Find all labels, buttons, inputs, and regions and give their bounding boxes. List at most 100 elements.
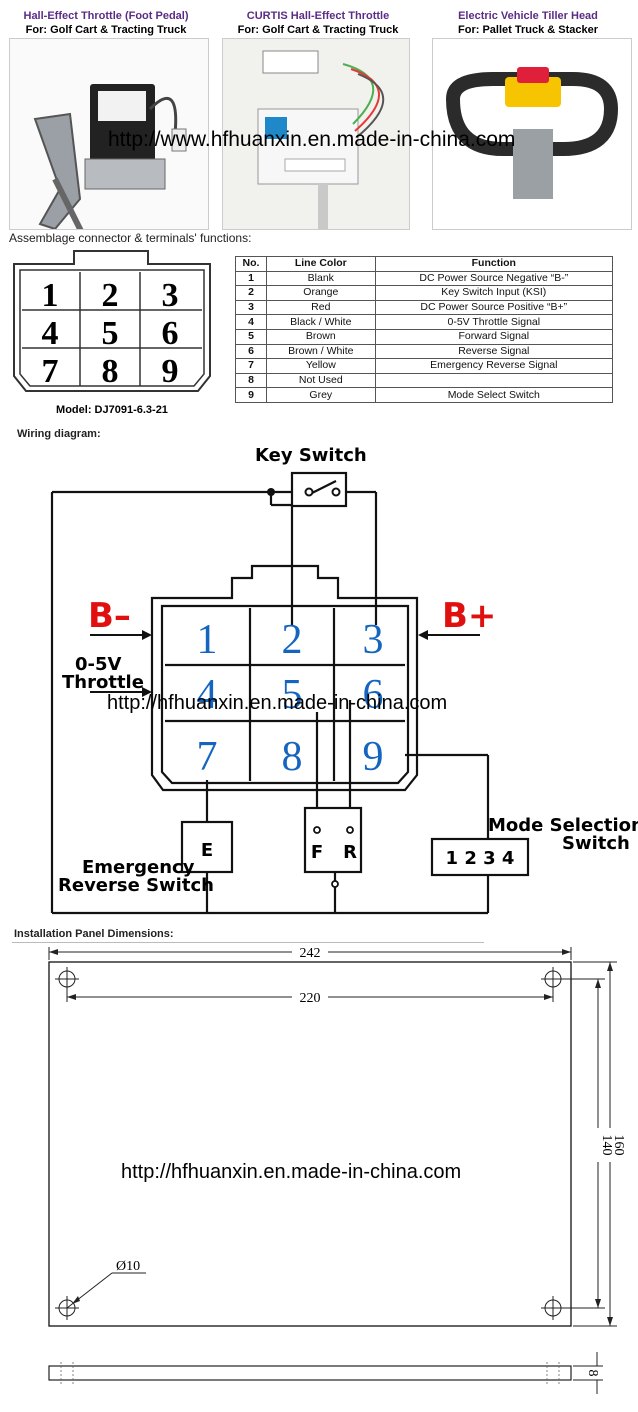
b-minus-arrow [90, 630, 152, 640]
divider [12, 942, 484, 943]
reverse-label: R [343, 842, 357, 863]
watermark: http://www.hfhuanxin.en.made-in-china.co… [108, 128, 516, 151]
line-color: Blank [266, 270, 376, 287]
b-plus-arrow [418, 630, 480, 640]
pin-function: 0-5V Throttle Signal [374, 314, 614, 330]
wiring-pin-3: 3 [363, 617, 384, 663]
product-usage: For: Golf Cart & Tracting Truck [237, 24, 399, 36]
column-header: No. [235, 256, 267, 272]
pin-no: 1 [235, 270, 267, 287]
pin-no: 9 [235, 387, 267, 403]
wiring-pin-8: 8 [282, 734, 303, 780]
line-color: Red [266, 299, 376, 316]
product-usage: For: Golf Cart & Tracting Truck [25, 24, 187, 36]
connector-pin-5: 5 [102, 315, 119, 352]
connector-pin-4: 4 [42, 315, 59, 352]
throttle-label-line2: Throttle [62, 672, 144, 693]
b-plus-label: B+ [442, 596, 496, 636]
pin-function: Reverse Signal [374, 343, 614, 360]
tiller-photo [432, 38, 632, 230]
emergency-switch-box-label: E [201, 840, 213, 861]
connector-pin-9: 9 [162, 353, 179, 390]
b-minus-label: B– [88, 596, 131, 636]
mode-switch-positions: 1 2 3 4 [446, 848, 515, 869]
wiring-diagram: Key Switch B– B+ 0-5V Throttle 1 2 3 4 5… [50, 445, 638, 915]
connector-pin-7: 7 [42, 353, 59, 390]
line-color: Brown / White [266, 343, 376, 360]
table-header-row: No. Line Color Function [235, 256, 614, 272]
wiring-pin-4: 4 [197, 672, 218, 718]
line-color: Black / White [266, 314, 376, 330]
product-title-curtis: CURTIS Hall-Effect Throttle For: Golf Ca… [218, 9, 418, 37]
throttle-label-line1: 0-5V [75, 654, 122, 675]
wiring-pin-5: 5 [282, 672, 303, 718]
wiring-pin-7: 7 [197, 734, 218, 780]
wiring-pin-2: 2 [282, 617, 303, 663]
connector-section-label: Assemblage connector & terminals' functi… [9, 231, 252, 245]
column-header: Function [374, 256, 614, 272]
panel-width-dimension: 242 [300, 946, 321, 961]
watermark: http://hfhuanxin.en.made-in-china.com [107, 692, 448, 714]
wiring-pin-1: 1 [197, 617, 218, 663]
pin-function: Key Switch Input (KSI) [374, 285, 614, 301]
product-title-tiller: Electric Vehicle Tiller Head For: Pallet… [428, 9, 628, 37]
pin-function [374, 372, 614, 389]
wiring-pin-6: 6 [363, 672, 384, 718]
connector-model: Model: DJ7091-6.3-21 [56, 404, 168, 416]
product-name: CURTIS Hall-Effect Throttle [246, 10, 390, 22]
emergency-label-line1: Emergency [82, 857, 195, 878]
pin-function: DC Power Source Negative “B-” [374, 270, 614, 287]
pin-no: 8 [235, 372, 267, 389]
wiring-section-label: Wiring diagram: [17, 428, 101, 440]
line-color: Brown [266, 328, 376, 345]
hole-height-dimension: 140 [599, 1135, 614, 1156]
pin-function: DC Power Source Positive “B+” [374, 299, 614, 316]
curtis-photo [222, 38, 410, 230]
mode-switch-label-line2: Switch [562, 833, 630, 854]
panel-thickness-dimension: 8 [585, 1370, 600, 1377]
pin-no: 2 [235, 285, 267, 301]
connector-pin-3: 3 [162, 277, 179, 314]
mode-switch-label-line1: Mode Selection [488, 815, 638, 836]
connector-pin-8: 8 [102, 353, 119, 390]
connector-drawing: 1 2 3 4 5 6 7 8 9 Model: DJ7091-6.3-21 [13, 250, 211, 416]
throttle-arrow [90, 687, 152, 697]
panel-section-label: Installation Panel Dimensions: [14, 928, 174, 940]
column-header: Line Color [266, 256, 376, 272]
hole-diameter-dimension: Ø10 [116, 1259, 140, 1274]
line-color: Yellow [266, 358, 376, 374]
product-name: Hall-Effect Throttle (Foot Pedal) [23, 10, 189, 22]
pin-no: 5 [235, 328, 267, 345]
pin-no: 3 [235, 299, 267, 316]
hole-span-dimension: 220 [300, 991, 321, 1006]
product-name: Electric Vehicle Tiller Head [458, 10, 598, 22]
panel-height-dimension: 160 [611, 1135, 626, 1156]
line-color: Not Used [266, 372, 376, 389]
pin-no: 6 [235, 343, 267, 360]
line-color: Grey [266, 387, 376, 403]
line-color: Orange [266, 285, 376, 301]
watermark: http://hfhuanxin.en.made-in-china.com [121, 1161, 462, 1183]
wiring-pin-9: 9 [363, 734, 384, 780]
pin-function: Forward Signal [374, 328, 614, 345]
pin-function: Emergency Reverse Signal [374, 358, 614, 374]
connector-pin-2: 2 [102, 277, 119, 314]
connector-pin-1: 1 [42, 277, 59, 314]
pedal-photo [9, 38, 209, 230]
connector-pin-6: 6 [162, 315, 179, 352]
emergency-label-line2: Reverse Switch [58, 875, 214, 896]
product-usage: For: Pallet Truck & Stacker [458, 24, 598, 36]
panel-drawing: 242 220 160 140 Ø10 8 [48, 946, 626, 1394]
pin-no: 4 [235, 314, 267, 330]
pin-function: Mode Select Switch [374, 387, 614, 403]
